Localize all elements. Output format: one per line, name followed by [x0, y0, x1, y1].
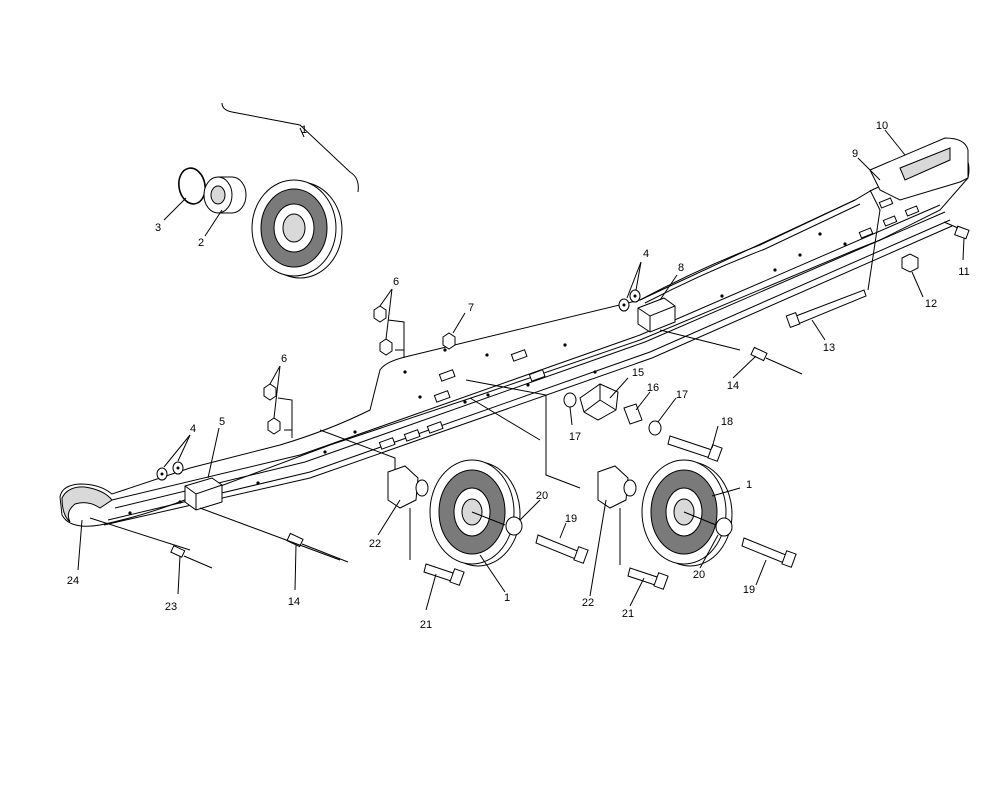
callout-4-lower: 4 — [190, 423, 196, 435]
callout-18: 18 — [721, 416, 733, 428]
rear-end-block — [869, 137, 969, 201]
snap-ring — [178, 167, 206, 205]
callout-6-lower: 6 — [281, 353, 287, 365]
washer-20-right — [715, 517, 733, 537]
callout-23: 23 — [165, 601, 177, 613]
callout-19-left: 19 — [565, 513, 577, 525]
callout-13: 13 — [823, 342, 835, 354]
callout-16: 16 — [647, 382, 659, 394]
washers-lower — [156, 461, 184, 481]
callout-leaders — [77, 127, 965, 611]
callout-20-right: 20 — [693, 569, 705, 581]
callout-17-right: 17 — [676, 389, 688, 401]
spacer-block-upper — [637, 297, 676, 333]
front-tip-shoe — [61, 486, 113, 523]
leader-bracket — [469, 397, 541, 441]
wheel-mount-right — [597, 465, 629, 509]
callout-19-right: 19 — [743, 584, 755, 596]
callout-1-right: 1 — [746, 479, 752, 491]
callout-2: 2 — [198, 237, 204, 249]
axle-pin-lower — [286, 532, 349, 563]
idler-wheel — [251, 179, 343, 279]
spacer-16 — [623, 403, 643, 425]
callout-21-right: 21 — [622, 608, 634, 620]
leader-pin-lower — [199, 507, 341, 561]
tip-pin — [170, 545, 213, 569]
leader-bolt13 — [867, 189, 881, 291]
callout-1-left: 1 — [504, 592, 510, 604]
nut-bracket-upper — [387, 319, 405, 358]
axle-pin-upper — [750, 346, 803, 375]
callout-7: 7 — [468, 302, 474, 314]
callout-15: 15 — [632, 367, 644, 379]
callout-1-top: 1 — [301, 124, 307, 136]
callout-6-upper: 6 — [393, 276, 399, 288]
callout-22-left: 22 — [369, 538, 381, 550]
leader-wheel-left — [319, 429, 396, 470]
callout-24: 24 — [67, 575, 79, 587]
callout-labels: 1 2 3 4 4 5 6 6 7 8 9 10 11 12 13 14 14 … — [67, 120, 970, 631]
callout-3: 3 — [155, 222, 161, 234]
callout-11: 11 — [958, 266, 969, 278]
rail-slots — [378, 197, 920, 450]
rear-bolt — [943, 221, 970, 240]
washers-upper — [618, 289, 641, 312]
callout-14-upper: 14 — [727, 380, 739, 392]
long-bolt — [785, 289, 867, 328]
center-bracket — [579, 383, 619, 421]
leader-wheel-right — [465, 379, 581, 489]
spacer-block-lower — [184, 477, 223, 511]
leader-pin-upper — [659, 329, 741, 351]
callout-22-right: 22 — [582, 597, 594, 609]
wheel-right — [597, 459, 797, 590]
callout-5: 5 — [219, 416, 225, 428]
slide-rail — [59, 149, 970, 527]
wheel-left — [387, 459, 589, 586]
assembly-bracket — [221, 102, 359, 193]
wheel-mount-left — [387, 465, 419, 509]
callout-8: 8 — [678, 262, 684, 274]
washer-17-right — [648, 420, 662, 436]
bolt-18 — [667, 435, 723, 462]
washer-17-left — [563, 392, 577, 408]
bearing — [203, 176, 247, 214]
callout-21-left: 21 — [420, 619, 432, 631]
callout-10: 10 — [876, 120, 888, 132]
callout-17-left: 17 — [569, 431, 581, 443]
wheel-assembly-detail — [178, 102, 359, 279]
bolt-19-right — [741, 537, 787, 564]
callout-4-upper: 4 — [643, 248, 649, 260]
callout-9: 9 — [852, 148, 858, 160]
bolt-19-left — [535, 534, 581, 561]
callout-20-left: 20 — [536, 490, 548, 502]
callout-12: 12 — [925, 298, 937, 310]
washer-20-left — [505, 516, 523, 536]
leader-tip — [89, 517, 191, 551]
nut-bracket-lower — [277, 397, 293, 438]
callout-14-lower: 14 — [288, 596, 300, 608]
